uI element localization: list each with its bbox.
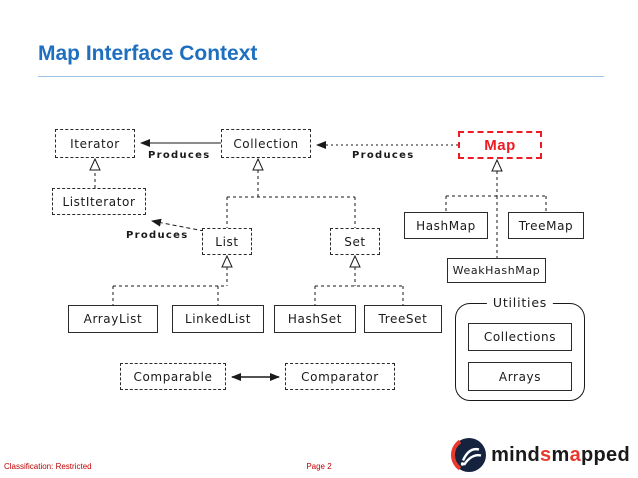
edge-sets-implement-set	[314, 254, 404, 305]
node-treeset: TreeSet	[364, 305, 442, 333]
edge-lists-implement-list	[112, 254, 233, 305]
footer-page-number: Page 2	[306, 462, 332, 471]
logo-text-part: m	[551, 443, 570, 466]
edge-label-produces-listiterator: Produces	[126, 230, 189, 241]
edge-label-produces-collection: Produces	[352, 150, 415, 161]
edge-listiterator-extends-iterator	[89, 157, 101, 188]
utilities-label: Utilities	[486, 295, 554, 310]
node-arrays: Arrays	[468, 362, 572, 391]
node-weakhashmap: WeakHashMap	[447, 258, 546, 283]
node-comparator: Comparator	[285, 363, 395, 390]
edge-list-set-extends-collection	[226, 157, 356, 228]
logo-text-part: s	[540, 443, 552, 466]
node-collections: Collections	[468, 323, 572, 351]
node-iterator: Iterator	[55, 129, 135, 158]
logo-text-part: mind	[491, 443, 541, 466]
mindsmapped-logo-icon	[451, 438, 487, 472]
node-arraylist: ArrayList	[68, 305, 158, 333]
node-set: Set	[330, 228, 380, 255]
edge-maps-implement-map	[445, 158, 547, 258]
logo-text-part: a	[569, 443, 582, 466]
node-hashset: HashSet	[274, 305, 356, 333]
node-list: List	[202, 228, 252, 255]
node-linkedlist: LinkedList	[172, 305, 264, 333]
node-listiterator: ListIterator	[52, 188, 146, 215]
edge-label-produces-iterator: Produces	[148, 150, 211, 161]
node-collection: Collection	[221, 129, 311, 158]
node-map: Map	[458, 131, 542, 159]
mindsmapped-logo-text: mindsmapped	[491, 444, 630, 467]
node-treemap: TreeMap	[508, 212, 584, 239]
mindsmapped-logo: mindsmapped	[451, 437, 630, 473]
node-hashmap: HashMap	[404, 212, 488, 239]
footer-classification: Classification: Restricted	[4, 462, 92, 471]
page-title: Map Interface Context	[38, 42, 258, 65]
logo-text-part: pped	[581, 443, 630, 466]
title-underline	[38, 76, 604, 77]
node-comparable: Comparable	[120, 363, 226, 390]
